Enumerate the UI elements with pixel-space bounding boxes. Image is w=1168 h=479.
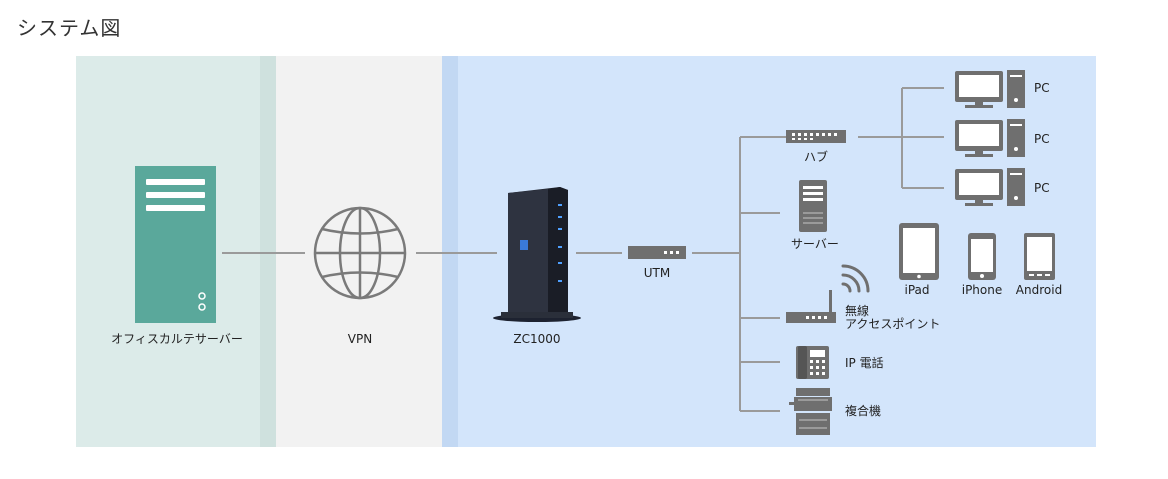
ipad-icon [899, 223, 939, 280]
globe-icon [313, 206, 407, 300]
wireless-ap-icon [786, 290, 836, 323]
zone-backgrounds [76, 56, 1096, 447]
utm-label: UTM [644, 266, 670, 280]
utm-icon [628, 246, 686, 259]
hub-label: ハブ [804, 149, 828, 164]
router-icon [493, 187, 581, 322]
pc-icon-3 [955, 168, 1025, 206]
printer-icon [789, 388, 832, 435]
wireless-ap-label-line1: 無線 [845, 303, 869, 318]
vpn-label: VPN [348, 332, 372, 346]
pc-label-2: PC [1034, 132, 1050, 146]
connection-lines [222, 87, 944, 412]
android-label: Android [1016, 283, 1062, 297]
server-label: サーバー [791, 237, 839, 251]
server-icon [799, 180, 827, 232]
diagram-title: システム図 [17, 16, 122, 40]
pc-icon-1 [955, 70, 1025, 108]
office-server-label: オフィスカルテサーバー [111, 332, 243, 346]
iphone-label: iPhone [962, 283, 1003, 297]
mfp-label: 複合機 [845, 403, 881, 418]
android-icon [1024, 233, 1055, 280]
ip-phone-icon [796, 346, 829, 379]
wireless-ap-label-line2: アクセスポイント [845, 317, 940, 331]
pc-label-3: PC [1034, 181, 1050, 195]
pc-icon-2 [955, 119, 1025, 157]
lan-zone-divider [442, 56, 458, 447]
iphone-icon [968, 233, 996, 280]
office-server-icon [135, 166, 216, 323]
ipad-label: iPad [904, 283, 929, 297]
wifi-signal-icon [841, 264, 870, 293]
pc-label-1: PC [1034, 81, 1050, 95]
hub-icon [786, 130, 846, 143]
router-label: ZC1000 [513, 332, 560, 346]
ip-phone-label: IP 電話 [845, 355, 884, 370]
office-zone-divider [260, 56, 276, 447]
